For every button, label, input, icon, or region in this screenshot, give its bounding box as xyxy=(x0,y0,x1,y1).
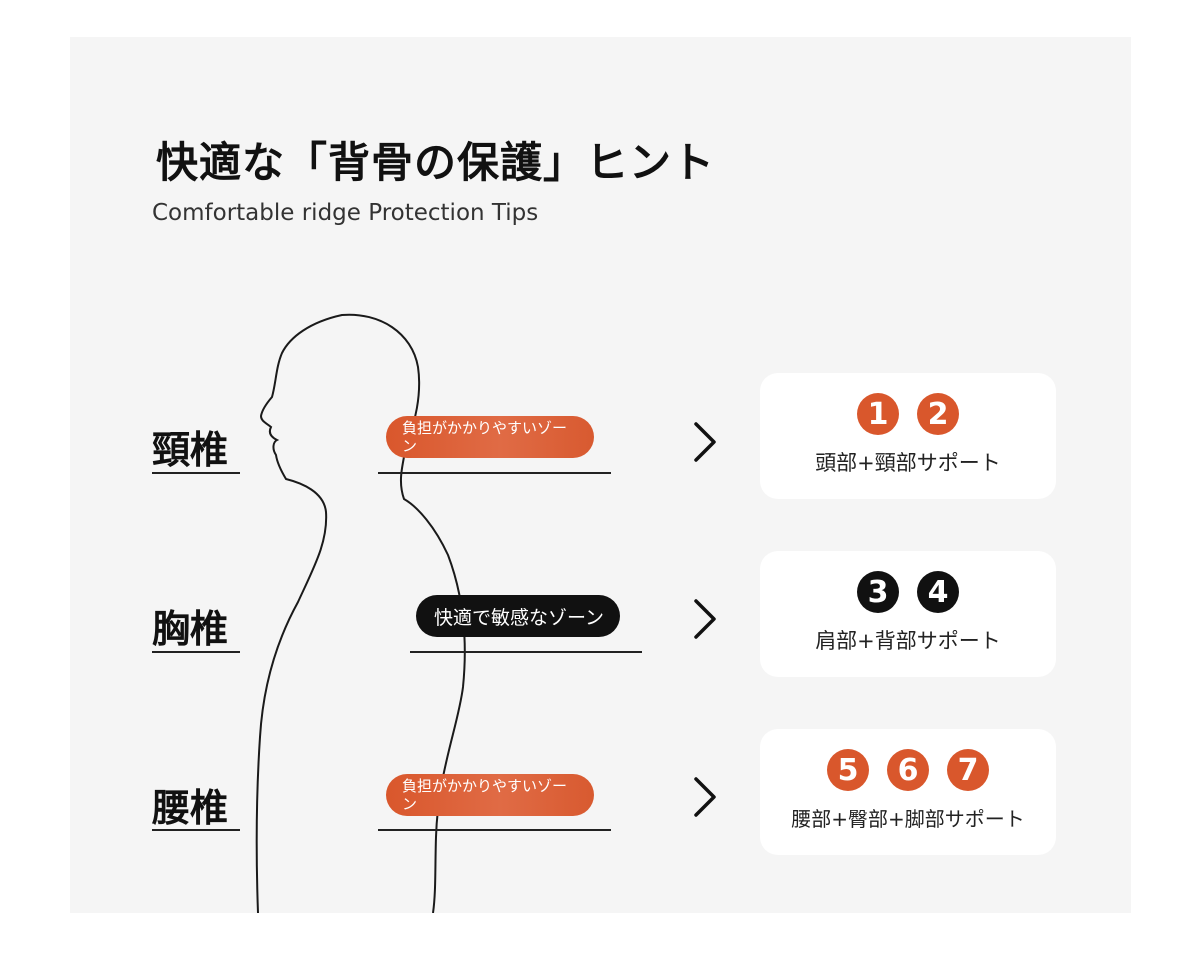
number-badge: 2 xyxy=(917,393,959,435)
region-label-cervical: 頸椎 xyxy=(152,428,229,472)
region-label-thoracic: 胸椎 xyxy=(152,607,229,651)
zone-underline-cervical xyxy=(378,472,611,474)
number-badge: 4 xyxy=(917,571,959,613)
zone-pill-thoracic: 快適で敏感なゾーン xyxy=(416,595,621,637)
region-label-lumbar: 腰椎 xyxy=(152,786,229,830)
support-card-waist-hip-leg: 5 6 7 腰部+臀部+脚部サポート xyxy=(760,729,1056,855)
zone-pill-cervical: 負担がかかりやすいゾーン xyxy=(386,416,594,458)
number-badge: 5 xyxy=(827,749,869,791)
page-subtitle: Comfortable ridge Protection Tips xyxy=(152,200,539,226)
badge-group: 5 6 7 xyxy=(760,749,1056,791)
chevron-right-icon xyxy=(694,422,716,462)
number-badge: 7 xyxy=(947,749,989,791)
badge-group: 3 4 xyxy=(760,571,1056,613)
region-underline-cervical xyxy=(152,472,240,474)
zone-underline-thoracic xyxy=(410,651,642,653)
support-label: 頭部+頸部サポート xyxy=(815,451,1001,475)
badge-group: 1 2 xyxy=(760,393,1056,435)
chevron-right-icon xyxy=(694,599,716,639)
page-title: 快適な「背骨の保護」ヒント xyxy=(156,138,716,187)
infographic-panel: 快適な「背骨の保護」ヒント Comfortable ridge Protecti… xyxy=(70,37,1131,913)
support-label: 腰部+臀部+脚部サポート xyxy=(791,807,1025,831)
support-card-head-neck: 1 2 頭部+頸部サポート xyxy=(760,373,1056,499)
support-label: 肩部+背部サポート xyxy=(815,629,1001,653)
support-card-shoulder-back: 3 4 肩部+背部サポート xyxy=(760,551,1056,677)
chevron-right-icon xyxy=(694,777,716,817)
region-underline-lumbar xyxy=(152,829,240,831)
number-badge: 3 xyxy=(857,571,899,613)
region-underline-thoracic xyxy=(152,651,240,653)
zone-pill-lumbar: 負担がかかりやすいゾーン xyxy=(386,774,594,816)
number-badge: 6 xyxy=(887,749,929,791)
number-badge: 1 xyxy=(857,393,899,435)
zone-underline-lumbar xyxy=(378,829,611,831)
